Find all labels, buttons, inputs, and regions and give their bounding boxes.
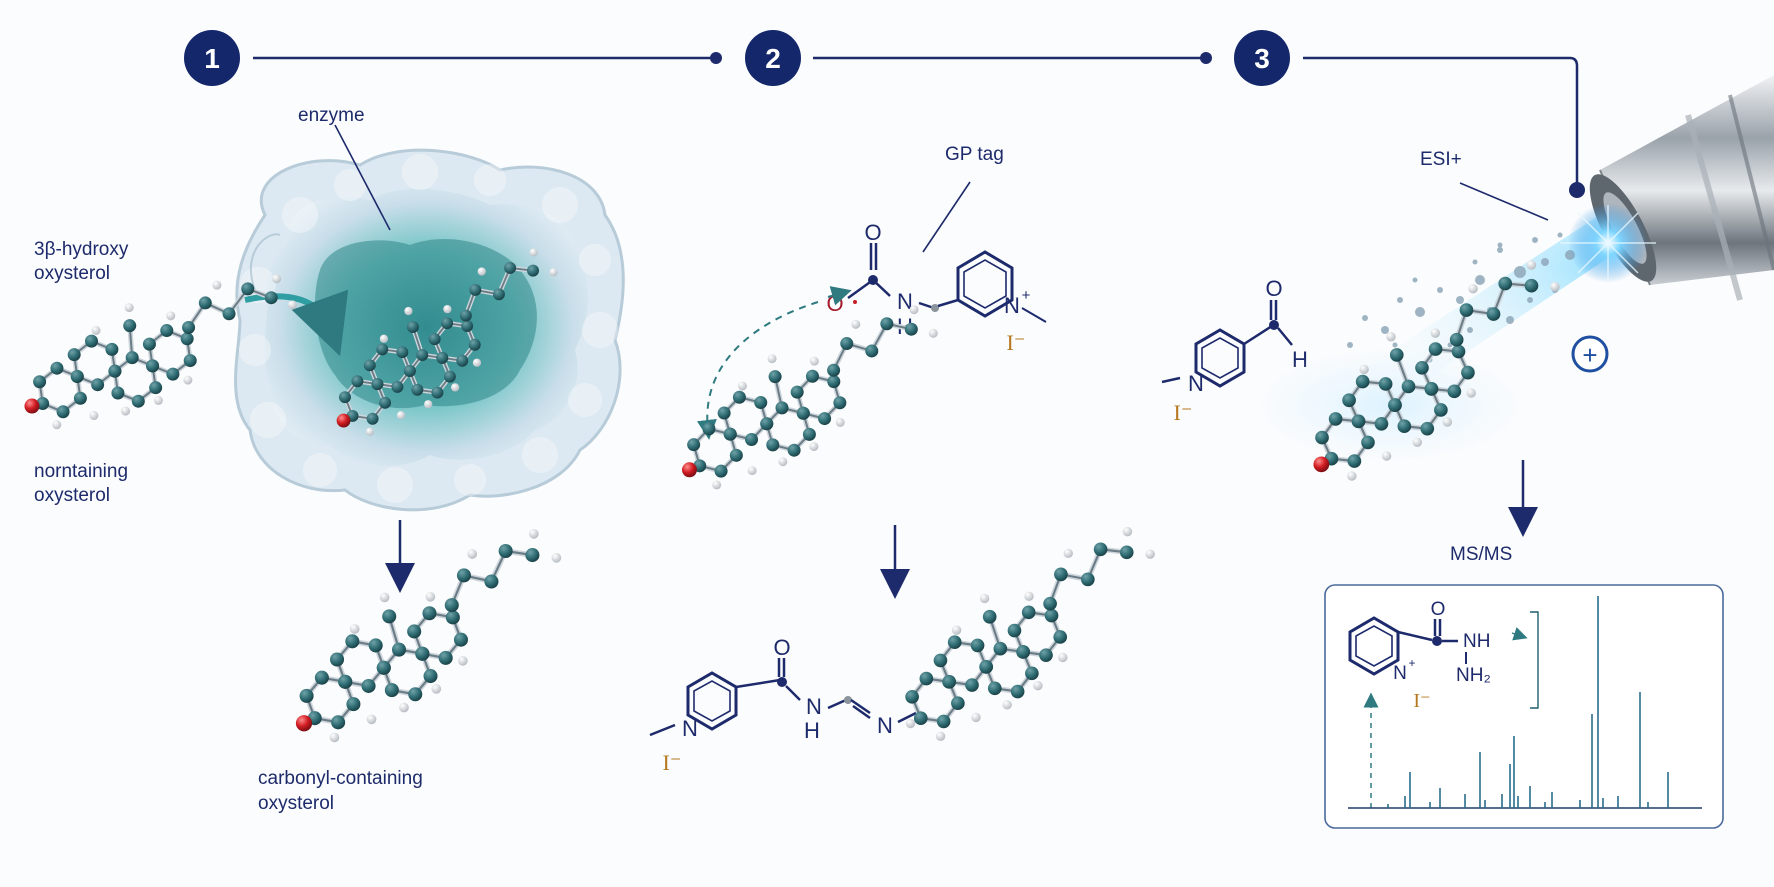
hydroxy-oxysterol-molecule xyxy=(24,274,297,430)
gp-hydrazide-n: N xyxy=(897,289,913,314)
step-number-1: 1 xyxy=(204,43,220,74)
ion-carbonyl-oxygen: O xyxy=(1265,276,1282,301)
msms-panel xyxy=(1324,584,1724,829)
product-hydrazide-h: H xyxy=(804,718,820,743)
gp-carbonyl-oxygen: O xyxy=(864,220,881,245)
step-badge-2: 2 xyxy=(745,30,801,86)
fragment-nh: NH xyxy=(1463,631,1490,652)
msms-fragment-ion: N + O NH NH₂ I⁻ xyxy=(1348,599,1491,712)
timeline-node xyxy=(1200,52,1212,64)
hydrazone-imine-n: N xyxy=(877,713,893,738)
ionized-sterol-molecule xyxy=(1313,260,1560,481)
enzyme-structure xyxy=(234,148,625,512)
enzyme-pointer-line xyxy=(334,124,391,231)
gp-iodide-counterion: I⁻ xyxy=(1007,330,1026,355)
esi-nozzle xyxy=(1560,75,1774,301)
entry-arrow xyxy=(244,289,349,357)
esi-pointer-line xyxy=(1459,182,1549,221)
hydrazone-sterol-molecule xyxy=(905,526,1155,741)
product-carbonyl-oxygen: O xyxy=(773,635,790,660)
enzyme-label: enzyme xyxy=(298,105,365,126)
fragment-iodide: I⁻ xyxy=(1413,690,1430,712)
gp-hydrazone-product: N I⁻ O N H N xyxy=(649,635,919,775)
ionized-tag-fragment: N I⁻ O H xyxy=(1161,276,1308,425)
timeline: 1 2 3 xyxy=(184,30,1585,198)
gp-pyridinium-n: N xyxy=(1004,293,1020,318)
msms-label: MS/MS xyxy=(1450,544,1513,565)
substrate-label-line1: 3β-hydroxy xyxy=(34,239,129,260)
side-label-line1: norntaining xyxy=(34,461,129,482)
product-hydrazide-n: N xyxy=(806,694,822,719)
fragment-carbonyl-oxygen: O xyxy=(1431,599,1446,620)
fragment-bracket xyxy=(1530,611,1539,709)
bound-oxysterol-molecule xyxy=(336,248,558,436)
gp-tag-pointer-line xyxy=(922,181,971,253)
reaction-arc-arrow xyxy=(696,301,819,440)
step-number-2: 2 xyxy=(765,43,781,74)
step-badge-1: 1 xyxy=(184,30,240,86)
carbonyl-oxysterol-molecule xyxy=(295,528,562,743)
timeline-node xyxy=(710,52,722,64)
product-pyridinium-n: N xyxy=(682,716,698,741)
side-label-line2: oxysterol xyxy=(34,485,111,506)
ms-spectrum-peaks xyxy=(1387,596,1669,808)
esi-label: ESI+ xyxy=(1420,149,1462,170)
fragment-nh2: NH₂ xyxy=(1456,665,1491,686)
positive-ion-plus: + xyxy=(1582,340,1597,370)
product-iodide: I⁻ xyxy=(663,750,682,775)
product-label-line1: carbonyl-containing xyxy=(258,768,423,789)
ion-iodide: I⁻ xyxy=(1174,400,1193,425)
fragment-positive-charge: + xyxy=(1408,656,1415,670)
ion-pyridinium-n: N xyxy=(1188,371,1204,396)
ketone-oxysterol-molecule xyxy=(681,305,938,490)
product-label-line2: oxysterol xyxy=(258,793,335,814)
step-badge-3: 3 xyxy=(1234,30,1290,86)
timeline-segment-3 xyxy=(1303,56,1579,188)
fragment-pyridinium-n: N xyxy=(1393,663,1407,684)
step-number-3: 3 xyxy=(1254,43,1270,74)
gp-positive-charge: + xyxy=(1022,287,1031,304)
positive-ion-symbol: + xyxy=(1571,335,1609,373)
timeline-endpoint xyxy=(1569,182,1585,198)
gp-tag-label: GP tag xyxy=(945,144,1004,165)
substrate-label-line2: oxysterol xyxy=(34,263,111,284)
